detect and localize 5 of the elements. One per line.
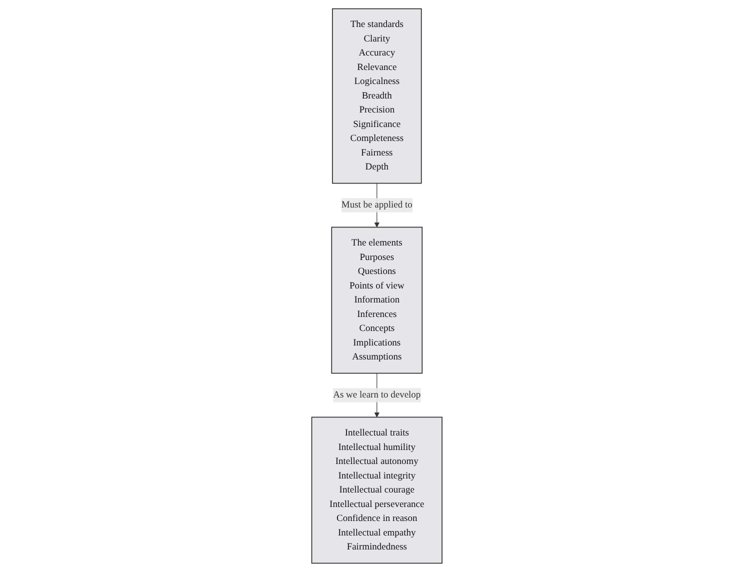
edge-label: As we learn to develop [332,390,420,400]
edge-label: Must be applied to [341,200,412,210]
node-box: The elements Purposes Questions Points of view Information Inferences Concepts Implications Assumptions [330,226,422,374]
node-box: Intellectual traits Intellectual humility Intellectual autonomy Intellectual integrity Intellectual courage Intellectual perseverance Confidence in reason Intellectual empathy Fairmindedness [310,416,442,564]
node-box: The standards Clarity Accuracy Relevance Logicalness Breadth Precision Significance Completeness Fairness Depth [332,8,422,184]
